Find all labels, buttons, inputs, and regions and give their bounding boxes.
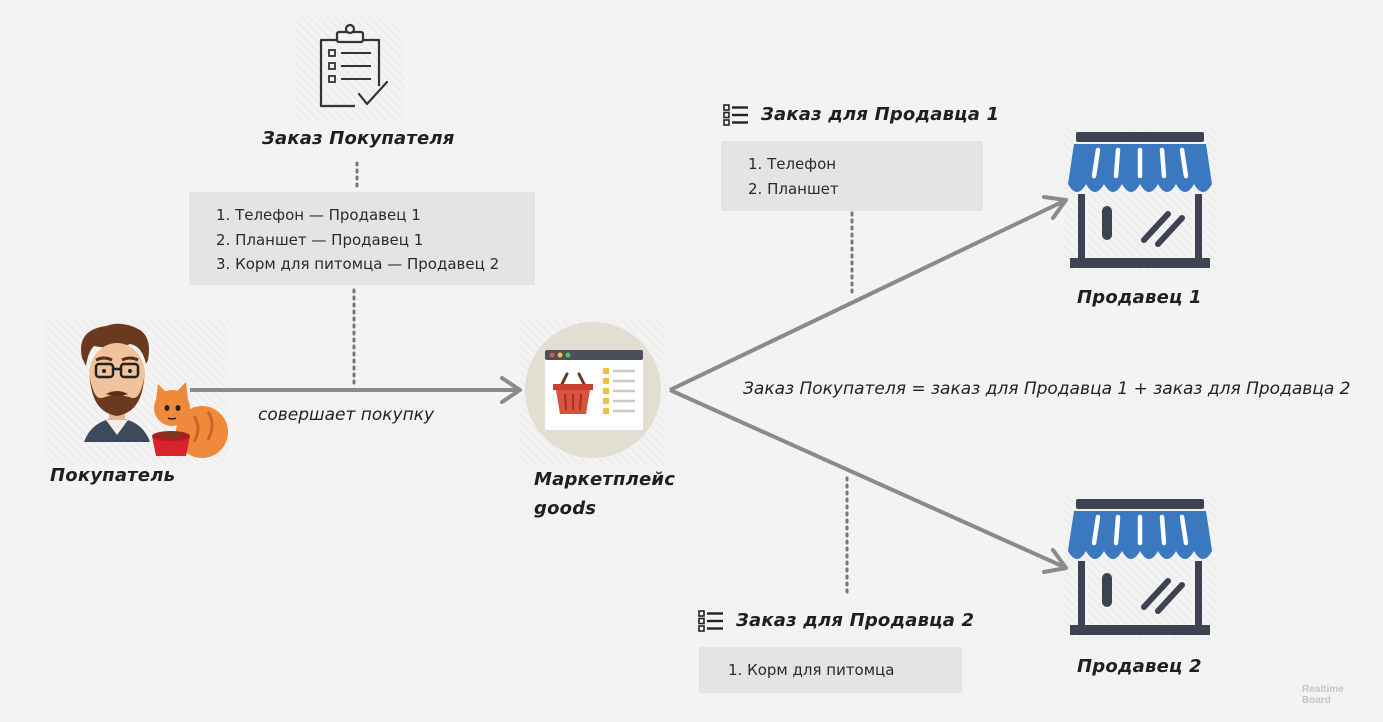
storefront-icon (1064, 495, 1216, 639)
watermark-line1: Realtime (1302, 684, 1344, 695)
seller1-order-title: Заказ для Продавца 1 (761, 104, 1000, 125)
seller2-order-box: 1. Корм для питомца (699, 647, 962, 693)
list-icon (723, 104, 749, 126)
seller2-order-title: Заказ для Продавца 2 (736, 610, 975, 631)
customer-order-item: 2. Планшет — Продавец 1 (216, 230, 424, 249)
seller1-label: Продавец 1 (1077, 287, 1202, 308)
arrow-head-seller2 (1042, 548, 1068, 574)
seller1-order-item: 1. Телефон (748, 155, 837, 173)
marketplace-label-line1: Маркетплейс (534, 469, 676, 490)
marketplace-label: Маркетплейс goods (534, 465, 675, 523)
marketplace-label-line2: goods (534, 498, 597, 519)
storefront-icon (1064, 128, 1216, 272)
arrow-head-marketplace (500, 376, 522, 404)
list-icon (698, 610, 724, 632)
customer-order-box: 1. Телефон — Продавец 1 2. Планшет — Про… (189, 192, 535, 285)
arrow-to-seller1 (669, 200, 1063, 392)
man-with-cat-icon (44, 320, 229, 462)
clipboard-check-icon (295, 18, 405, 123)
buyer-label: Покупатель (50, 465, 176, 486)
buyer-action-label: совершает покупку (258, 405, 435, 425)
browser-basket-icon (525, 322, 661, 458)
customer-order-item: 3. Корм для питомца — Продавец 2 (216, 255, 500, 273)
customer-order-title: Заказ Покупателя (262, 128, 455, 149)
seller1-order-item: 2. Планшет (748, 179, 839, 198)
seller1-order-box: 1. Телефон 2. Планшет (721, 141, 983, 211)
equation-text: Заказ Покупателя = заказ для Продавца 1 … (743, 379, 1351, 399)
seller2-order-item: 1. Корм для питомца (728, 661, 895, 679)
watermark-line2: Board (1302, 695, 1331, 706)
arrow-head-seller1 (1042, 195, 1068, 220)
customer-order-item: 1. Телефон — Продавец 1 (216, 206, 421, 224)
watermark-logo: Realtime Board (1302, 684, 1344, 706)
seller2-label: Продавец 2 (1077, 656, 1202, 677)
arrow-to-seller2 (669, 388, 1063, 568)
